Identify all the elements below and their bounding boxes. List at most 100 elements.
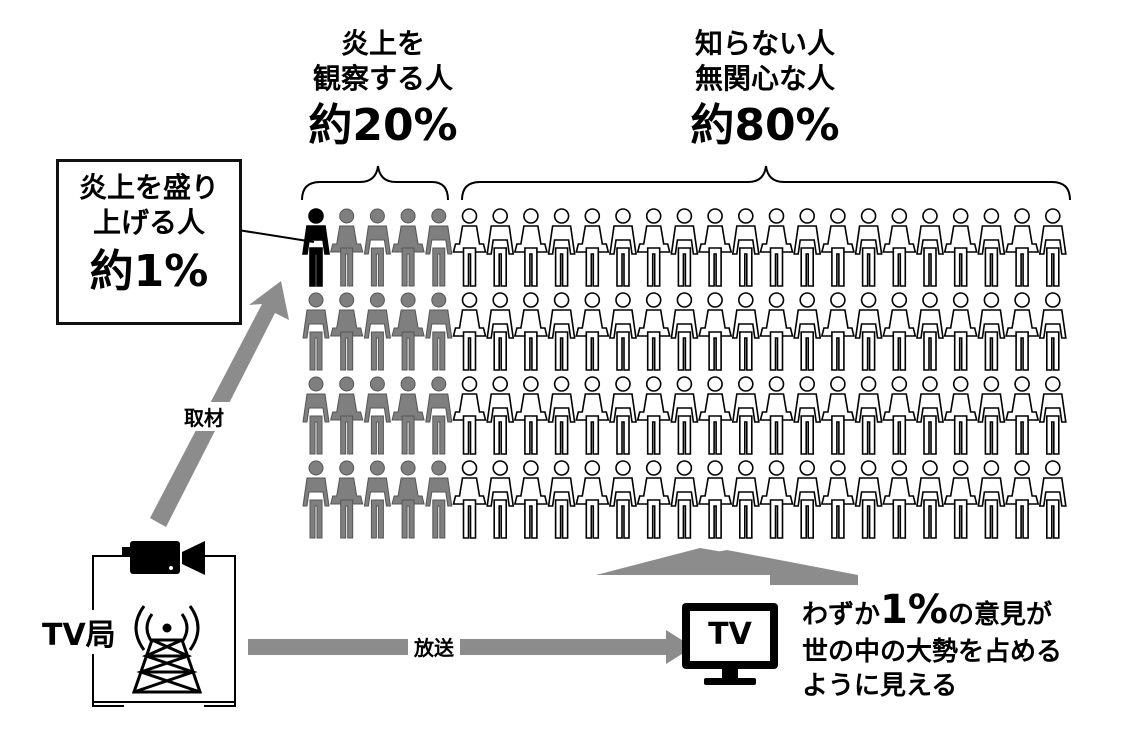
- unaware-brace: [461, 165, 1071, 201]
- person-figure: [731, 292, 760, 371]
- person-figure: [820, 376, 855, 455]
- person-figure: [882, 376, 917, 455]
- interview-label: 取材: [178, 402, 230, 431]
- person-figure: [391, 376, 425, 455]
- person-figure: [330, 376, 364, 455]
- person-figure: [391, 208, 425, 287]
- caption: わずか1%の意見が 世の中の大勢を占める ように見える: [802, 584, 1062, 704]
- person-figure: [363, 292, 391, 371]
- person-figure: [609, 460, 637, 539]
- person-figure: [882, 208, 917, 287]
- person-figure: [1038, 292, 1067, 371]
- person-figure: [854, 376, 883, 455]
- person-figure: [854, 292, 883, 371]
- video-camera-icon: [122, 541, 205, 575]
- person-figure: [330, 208, 364, 287]
- person-figure: [1038, 460, 1067, 539]
- person-figure: [575, 376, 610, 455]
- person-figure: [793, 460, 822, 539]
- unaware-line2: 無関心な人: [694, 62, 835, 95]
- person-figure: [820, 208, 855, 287]
- person-figure: [698, 376, 733, 455]
- broadcast-arrow-head: [666, 630, 693, 664]
- person-figure: [302, 292, 330, 371]
- person-figure: [943, 208, 978, 287]
- observers-line2: 観察する人: [312, 62, 453, 95]
- person-figure: [1005, 376, 1040, 455]
- person-figure: [425, 376, 453, 455]
- caption-rest: の意見が: [947, 600, 1052, 630]
- amplifiers-percent: 約1%: [89, 246, 209, 297]
- unaware-line1: 知らない人: [694, 27, 835, 60]
- person-figure: [698, 460, 733, 539]
- person-figure: [575, 460, 610, 539]
- person-figure: [575, 208, 610, 287]
- person-figure: [425, 292, 453, 371]
- person-figure: [1005, 208, 1040, 287]
- person-figure: [670, 460, 699, 539]
- people-grid: [302, 208, 1067, 539]
- person-figure: [636, 460, 671, 539]
- person-figure: [609, 292, 637, 371]
- observers-header: 炎上を 観察する人 約20%: [283, 26, 483, 153]
- person-figure: [977, 460, 1006, 539]
- caption-prefix: わずか: [802, 600, 881, 630]
- person-figure: [1038, 208, 1067, 287]
- person-figure: [363, 376, 391, 455]
- tv-station-label: TV局: [38, 610, 120, 654]
- observers-line1: 炎上を: [340, 27, 425, 60]
- person-figure: [486, 292, 515, 371]
- tv-label: TV: [708, 617, 752, 652]
- person-figure: [977, 208, 1006, 287]
- person-figure: [916, 208, 944, 287]
- person-figure: [943, 376, 978, 455]
- person-figure: [759, 292, 794, 371]
- person-figure: [670, 208, 699, 287]
- caption-line1: わずか1%の意見が: [802, 584, 1062, 636]
- callout-leader-line: [237, 229, 315, 243]
- person-figure: [486, 376, 515, 455]
- person-figure: [793, 208, 822, 287]
- person-figure: [916, 292, 944, 371]
- amplifiers-line1: 炎上を盛り: [78, 171, 219, 204]
- person-figure: [670, 292, 699, 371]
- broadcast-arrow-shaft: [248, 639, 680, 655]
- observers-percent: 約20%: [308, 100, 458, 151]
- person-figure: [575, 292, 610, 371]
- observers-brace: [301, 165, 449, 201]
- person-figure: [547, 208, 576, 287]
- unaware-header: 知らない人 無関心な人 約80%: [640, 26, 890, 153]
- person-figure: [916, 460, 944, 539]
- broadcast-label: 放送: [408, 632, 460, 661]
- person-figure: [854, 460, 883, 539]
- person-figure: [547, 376, 576, 455]
- person-figure: [759, 460, 794, 539]
- person-figure: [452, 292, 487, 371]
- person-figure: [670, 376, 699, 455]
- person-figure: [731, 208, 760, 287]
- person-figure: [943, 292, 978, 371]
- caption-line3: ように見える: [802, 670, 958, 701]
- person-figure: [731, 460, 760, 539]
- person-figure: [609, 376, 637, 455]
- person-figure: [425, 208, 453, 287]
- person-figure: [330, 292, 364, 371]
- person-figure: [513, 292, 548, 371]
- person-figure: [759, 376, 794, 455]
- person-figure: [486, 208, 515, 287]
- person-figure: [425, 460, 453, 539]
- person-figure: [759, 208, 794, 287]
- person-figure: [636, 292, 671, 371]
- person-figure: [452, 208, 487, 287]
- person-figure: [793, 376, 822, 455]
- person-figure: [513, 208, 548, 287]
- caption-line2: 世の中の大勢を占める: [802, 637, 1063, 667]
- person-figure: [820, 460, 855, 539]
- person-figure: [363, 460, 391, 539]
- amplifiers-callout: 炎上を盛り 上げる人 約1%: [56, 159, 242, 325]
- person-figure: [547, 292, 576, 371]
- person-figure: [330, 460, 364, 539]
- person-figure: [977, 376, 1006, 455]
- person-figure: [391, 460, 425, 539]
